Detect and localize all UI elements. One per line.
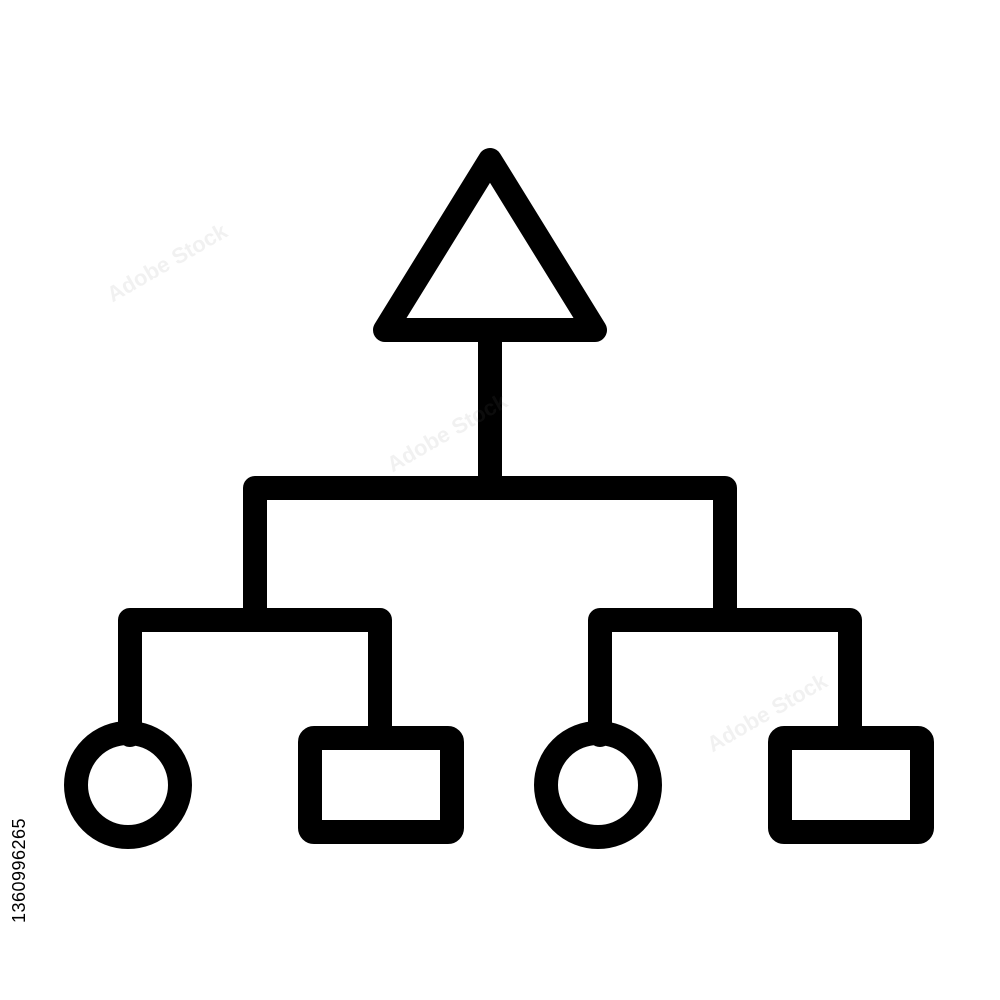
stock-id-label: 1360996265 <box>9 817 30 923</box>
left-rectangle-leaf-node <box>298 726 464 844</box>
left-sub-branch <box>118 608 392 747</box>
right-rectangle-leaf-node <box>768 726 934 844</box>
left-circle-leaf-node <box>64 721 192 849</box>
right-circle-leaf-node <box>534 721 662 849</box>
stock-id-label-container: 1360996265 <box>0 750 40 990</box>
right-sub-branch <box>588 608 862 747</box>
level-1-branch <box>243 476 737 620</box>
root-triangle-node <box>373 148 607 342</box>
